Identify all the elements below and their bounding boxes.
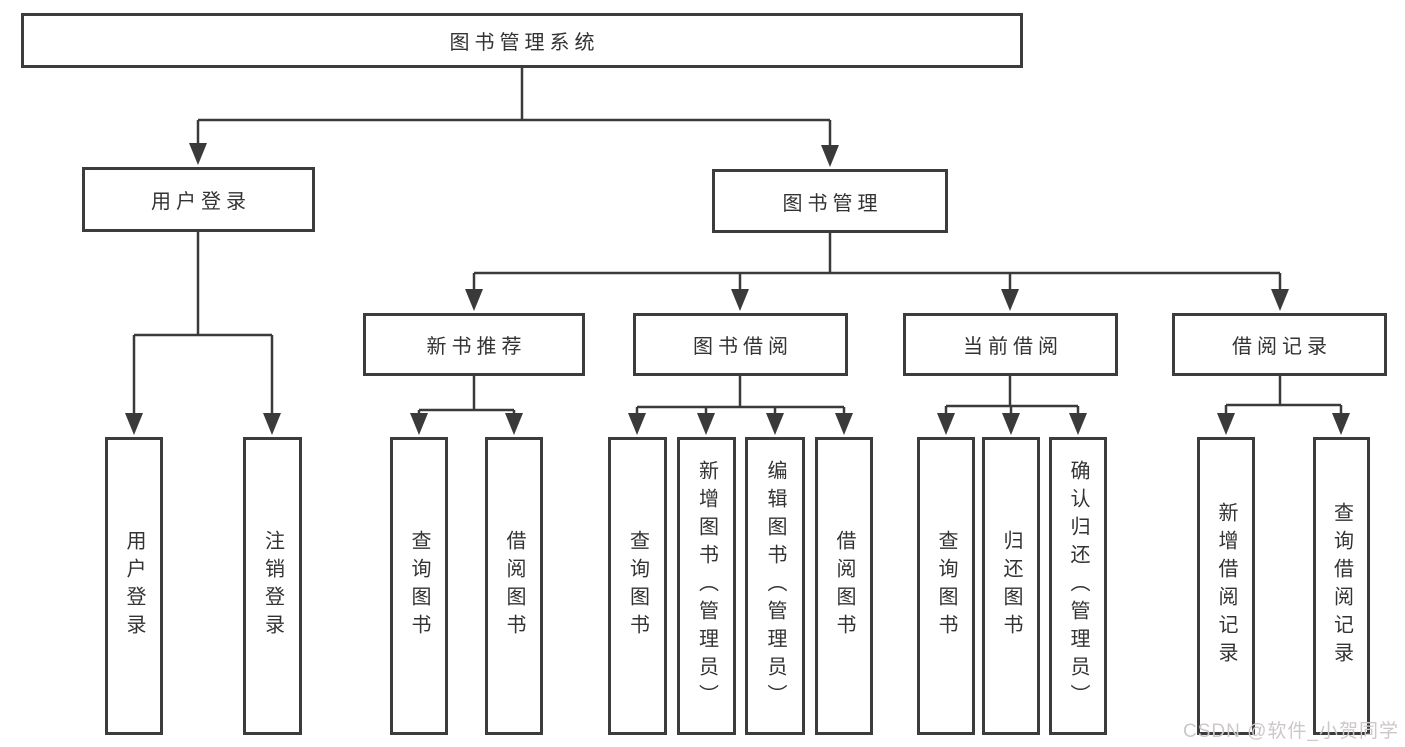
- node-book-management: 图书管理: [712, 169, 948, 233]
- leaf-return-book: 归还图书: [982, 437, 1040, 735]
- node-user-login: 用户登录: [82, 167, 315, 232]
- leaf-query-book-borrow: 查询图书: [608, 437, 667, 735]
- node-book-borrow: 图书借阅: [633, 313, 848, 376]
- node-root: 图书管理系统: [21, 13, 1023, 68]
- leaf-borrow-book: 借阅图书: [815, 437, 873, 735]
- leaf-confirm-return-admin: 确认归还（管理员）: [1049, 437, 1107, 735]
- leaf-logout: 注销登录: [243, 437, 302, 735]
- leaf-add-book-admin: 新增图书（管理员）: [677, 437, 736, 735]
- leaf-query-book-current: 查询图书: [917, 437, 975, 735]
- leaf-add-borrow-record: 新增借阅记录: [1197, 437, 1255, 735]
- leaf-edit-book-admin: 编辑图书（管理员）: [745, 437, 805, 735]
- leaf-user-login: 用户登录: [105, 437, 163, 735]
- node-borrow-records: 借阅记录: [1172, 313, 1387, 376]
- leaf-borrow-book-recommend: 借阅图书: [485, 437, 543, 735]
- watermark: CSDN @软件_小贺同学: [1183, 721, 1399, 742]
- leaf-query-book-recommend: 查询图书: [390, 437, 448, 735]
- node-current-borrow: 当前借阅: [903, 313, 1118, 376]
- node-new-book-recommend: 新书推荐: [363, 313, 585, 376]
- leaf-query-borrow-record: 查询借阅记录: [1313, 437, 1370, 735]
